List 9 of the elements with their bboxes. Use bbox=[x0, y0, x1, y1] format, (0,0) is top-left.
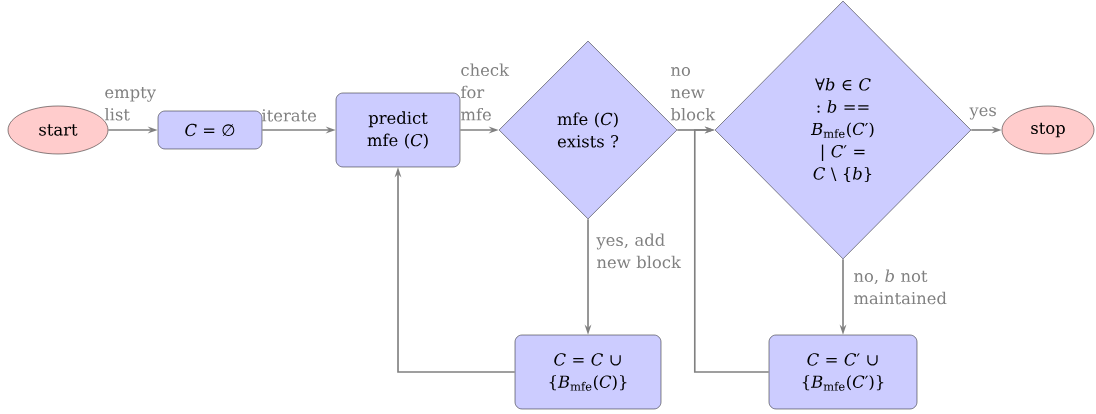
arrow bbox=[693, 126, 770, 373]
process-box: predict mfe (C) bbox=[335, 92, 461, 168]
edge-label: yes, add new block bbox=[596, 233, 682, 269]
process-box: C = C′ ∪ {B$_{mfe}$(C′)} bbox=[768, 334, 918, 410]
edge-label: yes bbox=[969, 107, 996, 120]
edge-label: no, b not maintained bbox=[854, 269, 947, 305]
process-box: C = C ∪ {B$_{mfe}$(C)} bbox=[514, 334, 662, 410]
process-box: C = ∅ bbox=[157, 110, 263, 150]
edge-label: iterate bbox=[262, 109, 317, 122]
